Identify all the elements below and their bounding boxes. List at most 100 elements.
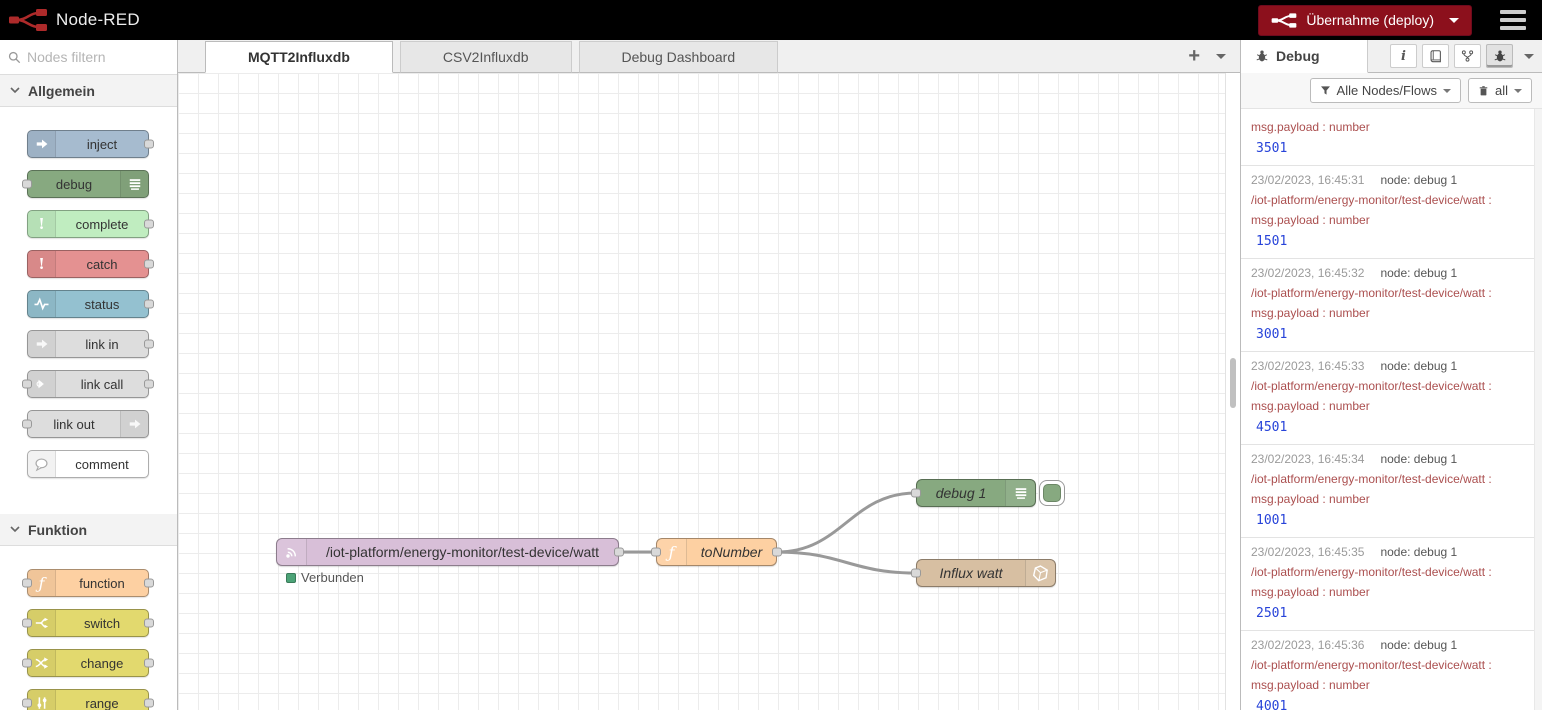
node-output-port[interactable] bbox=[144, 658, 154, 668]
debug-timestamp: 23/02/2023, 16:45:31 bbox=[1251, 173, 1365, 187]
debug-payload-value: 1501 bbox=[1256, 234, 1288, 249]
palette-node-link-out[interactable]: link out bbox=[22, 410, 149, 438]
palette-node-status[interactable]: status bbox=[27, 290, 154, 318]
tab-debug[interactable]: Debug bbox=[1241, 40, 1368, 73]
node-input-port[interactable] bbox=[22, 658, 32, 668]
palette-node-label: complete bbox=[75, 216, 129, 232]
tab-csv2influxdb[interactable]: CSV2Influxdb bbox=[399, 41, 572, 73]
node-output-port[interactable] bbox=[144, 578, 154, 588]
palette-node-debug[interactable]: debug bbox=[22, 170, 149, 198]
node-output-port[interactable] bbox=[144, 618, 154, 628]
palette-category-label: Funktion bbox=[28, 521, 88, 538]
palette-node-label: inject bbox=[86, 136, 118, 152]
range-icon bbox=[28, 690, 56, 710]
flow-node-tonumber[interactable]: ƒ toNumber bbox=[651, 538, 782, 566]
node-output-port[interactable] bbox=[772, 547, 782, 557]
node-output-port[interactable] bbox=[614, 547, 624, 557]
palette-category-label: Allgemein bbox=[28, 82, 95, 99]
info-tab-button[interactable]: i bbox=[1390, 44, 1417, 68]
palette-category-funktion[interactable]: Funktion bbox=[0, 514, 177, 546]
node-output-port[interactable] bbox=[144, 139, 154, 149]
debug-filter-button[interactable]: Alle Nodes/Flows bbox=[1309, 78, 1461, 103]
debug-payload-type: msg.payload : number bbox=[1251, 678, 1370, 692]
deploy-caret-icon[interactable] bbox=[1449, 17, 1459, 23]
debug-node-name: node: debug 1 bbox=[1380, 452, 1458, 466]
canvas-vertical-scrollbar[interactable] bbox=[1230, 358, 1236, 408]
palette-node-link-call[interactable]: link call bbox=[22, 370, 154, 398]
comment-bubble-icon bbox=[28, 451, 56, 477]
tab-debug-dashboard[interactable]: Debug Dashboard bbox=[578, 41, 779, 73]
palette-node-link-in[interactable]: link in bbox=[27, 330, 154, 358]
flow-editor[interactable]: /iot-platform/energy-monitor/test-device… bbox=[178, 73, 1240, 710]
add-flow-button[interactable]: + bbox=[1188, 45, 1200, 67]
palette-node-catch[interactable]: !catch bbox=[27, 250, 154, 278]
palette-node-inject[interactable]: inject bbox=[27, 130, 154, 158]
tab-mqtt2influxdb[interactable]: MQTT2Influxdb bbox=[205, 41, 393, 73]
debug-clear-button[interactable]: all bbox=[1467, 78, 1532, 103]
debug-timestamp: 23/02/2023, 16:45:36 bbox=[1251, 638, 1365, 652]
node-input-port[interactable] bbox=[22, 419, 32, 429]
node-input-port[interactable] bbox=[22, 379, 32, 389]
node-input-port[interactable] bbox=[22, 179, 32, 189]
link-arrow-icon bbox=[28, 331, 56, 357]
node-output-port[interactable] bbox=[144, 339, 154, 349]
filter-caret-icon bbox=[1442, 88, 1451, 93]
node-input-port[interactable] bbox=[22, 578, 32, 588]
help-tab-button[interactable] bbox=[1422, 44, 1449, 68]
palette-node-comment[interactable]: comment bbox=[27, 450, 149, 478]
node-input-port[interactable] bbox=[911, 568, 921, 578]
node-input-port[interactable] bbox=[911, 488, 921, 498]
node-output-port[interactable] bbox=[144, 219, 154, 229]
palette-category-allgemein[interactable]: Allgemein bbox=[0, 75, 177, 107]
debug-payload-type: msg.payload : number bbox=[1251, 120, 1370, 134]
flow-list-caret-icon[interactable] bbox=[1216, 53, 1226, 59]
debug-timestamp: 23/02/2023, 16:45:35 bbox=[1251, 545, 1365, 559]
debug-enable-toggle[interactable] bbox=[1039, 480, 1065, 506]
node-input-port[interactable] bbox=[22, 618, 32, 628]
flow-node-influx-watt[interactable]: Influx watt bbox=[911, 559, 1056, 587]
deploy-button[interactable]: Übernahme (deploy) bbox=[1258, 4, 1472, 36]
debug-scrollbar-track[interactable] bbox=[1534, 109, 1542, 710]
debug-payload-type: msg.payload : number bbox=[1251, 399, 1370, 413]
palette-node-range[interactable]: range bbox=[22, 689, 154, 710]
node-input-port[interactable] bbox=[22, 698, 32, 708]
palette-node-label: range bbox=[85, 695, 119, 710]
palette-node-change[interactable]: change bbox=[22, 649, 154, 677]
flow-node-label: debug 1 bbox=[935, 485, 987, 501]
node-output-port[interactable] bbox=[144, 698, 154, 708]
deploy-icon bbox=[1272, 12, 1297, 28]
flow-node-mqtt-in[interactable]: /iot-platform/energy-monitor/test-device… bbox=[276, 538, 624, 566]
palette-node-complete[interactable]: !complete bbox=[27, 210, 154, 238]
palette-node-switch[interactable]: switch bbox=[22, 609, 154, 637]
palette-search[interactable] bbox=[0, 40, 177, 75]
debug-tab-button[interactable] bbox=[1486, 44, 1513, 68]
node-output-port[interactable] bbox=[144, 379, 154, 389]
bug-icon bbox=[1256, 50, 1268, 62]
node-output-port[interactable] bbox=[144, 259, 154, 269]
debug-topic: /iot-platform/energy-monitor/test-device… bbox=[1251, 658, 1492, 672]
main-menu-button[interactable] bbox=[1500, 10, 1526, 30]
debug-payload-type: msg.payload : number bbox=[1251, 213, 1370, 227]
filter-funnel-icon bbox=[1320, 86, 1330, 95]
sidebar-menu-caret-icon[interactable] bbox=[1524, 53, 1534, 59]
node-input-port[interactable] bbox=[651, 547, 661, 557]
palette-search-input[interactable] bbox=[27, 49, 157, 65]
flow-node-debug1[interactable]: debug 1 bbox=[911, 479, 1036, 507]
inject-arrow-icon bbox=[28, 131, 56, 157]
debug-node-name: node: debug 1 bbox=[1380, 545, 1458, 559]
app-logo: Node-RED bbox=[8, 7, 140, 33]
node-output-port[interactable] bbox=[144, 299, 154, 309]
debug-node-name: node: debug 1 bbox=[1380, 173, 1458, 187]
status-text: Verbunden bbox=[301, 570, 364, 585]
config-nodes-tab-button[interactable] bbox=[1454, 44, 1481, 68]
flow-grid bbox=[178, 73, 1226, 710]
